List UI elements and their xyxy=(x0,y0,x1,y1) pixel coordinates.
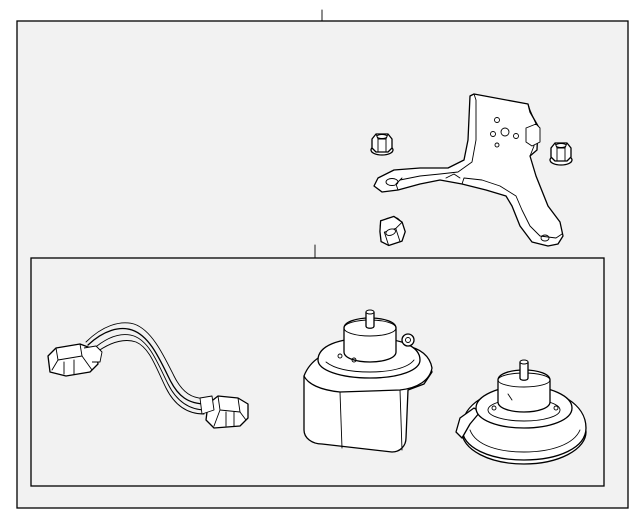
horn-icon[interactable] xyxy=(303,309,433,453)
flange-nut-icon[interactable] xyxy=(370,133,394,156)
wiring-harness-icon[interactable] xyxy=(47,322,249,429)
flange-nut-icon[interactable] xyxy=(375,215,408,248)
horn-icon[interactable] xyxy=(455,359,587,465)
horn-bracket-icon[interactable] xyxy=(373,93,564,247)
flange-nut-icon[interactable] xyxy=(549,142,573,166)
